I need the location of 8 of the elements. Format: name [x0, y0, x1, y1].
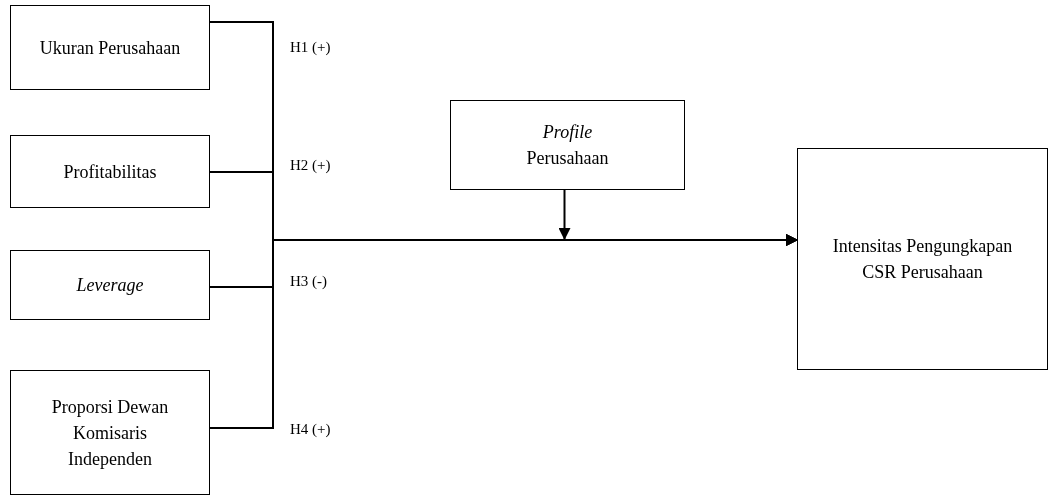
variable-box: Proporsi Dewan Komisaris Independen: [10, 370, 210, 495]
variable-box: Intensitas Pengungkapan CSR Perusahaan: [797, 148, 1048, 370]
connector-arrow: [558, 189, 571, 240]
variable-box: Profitabilitas: [10, 135, 210, 208]
variable-box: Leverage: [10, 250, 210, 320]
connector-arrow: [209, 234, 798, 429]
variable-box: Profile Perusahaan: [450, 100, 685, 190]
variable-box: Ukuran Perusahaan: [10, 5, 210, 90]
